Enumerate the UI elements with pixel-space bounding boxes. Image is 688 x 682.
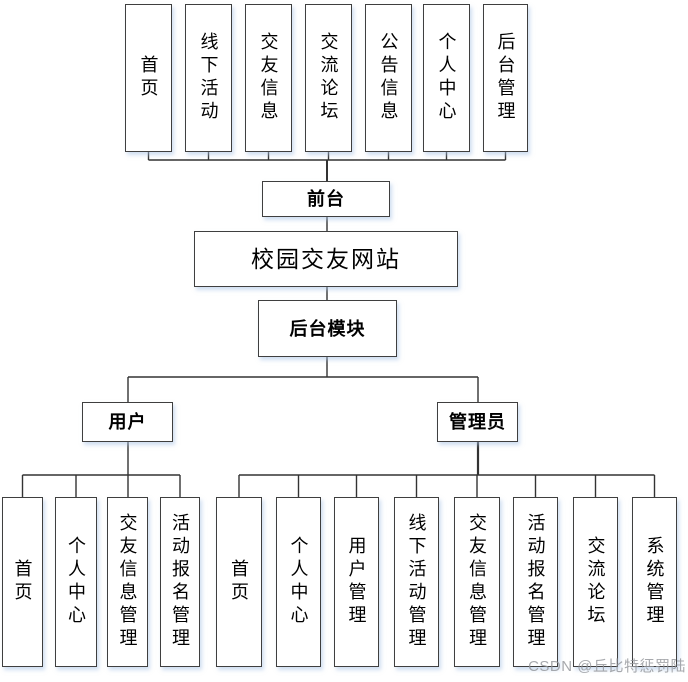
node-user-activity-signup-mgmt: 活动报名管理 — [160, 497, 200, 667]
node-front-offline-activity: 线下活动 — [185, 4, 232, 152]
node-admin-user-mgmt: 用户管理 — [334, 497, 379, 667]
csdn-watermark: CSDN @丘比特惩罚陆 — [528, 658, 686, 675]
node-role-admin: 管理员 — [437, 402, 518, 442]
node-front: 前台 — [262, 181, 390, 217]
node-admin-system-mgmt: 系统管理 — [632, 497, 677, 667]
node-front-personal-center: 个人中心 — [423, 4, 470, 152]
node-front-backend-mgmt: 后台管理 — [483, 4, 528, 152]
node-front-home: 首页 — [125, 4, 172, 152]
node-backend-module: 后台模块 — [258, 300, 397, 357]
node-user-friend-info-mgmt: 交友信息管理 — [107, 497, 148, 667]
node-user-personal-center: 个人中心 — [55, 497, 97, 667]
node-admin-offline-activity-mgmt: 线下活动管理 — [394, 497, 439, 667]
node-user-home: 首页 — [2, 497, 43, 667]
node-admin-forum: 交流论坛 — [573, 497, 618, 667]
node-admin-home: 首页 — [216, 497, 262, 667]
node-admin-personal-center: 个人中心 — [276, 497, 321, 667]
node-admin-activity-signup-mgmt: 活动报名管理 — [513, 497, 558, 667]
node-front-announcement: 公告信息 — [365, 4, 412, 152]
node-front-forum: 交流论坛 — [305, 4, 352, 152]
node-front-friend-info: 交友信息 — [245, 4, 292, 152]
node-site-title: 校园交友网站 — [194, 231, 458, 287]
node-admin-friend-info-mgmt: 交友信息管理 — [454, 497, 500, 667]
node-role-user: 用户 — [82, 402, 173, 442]
